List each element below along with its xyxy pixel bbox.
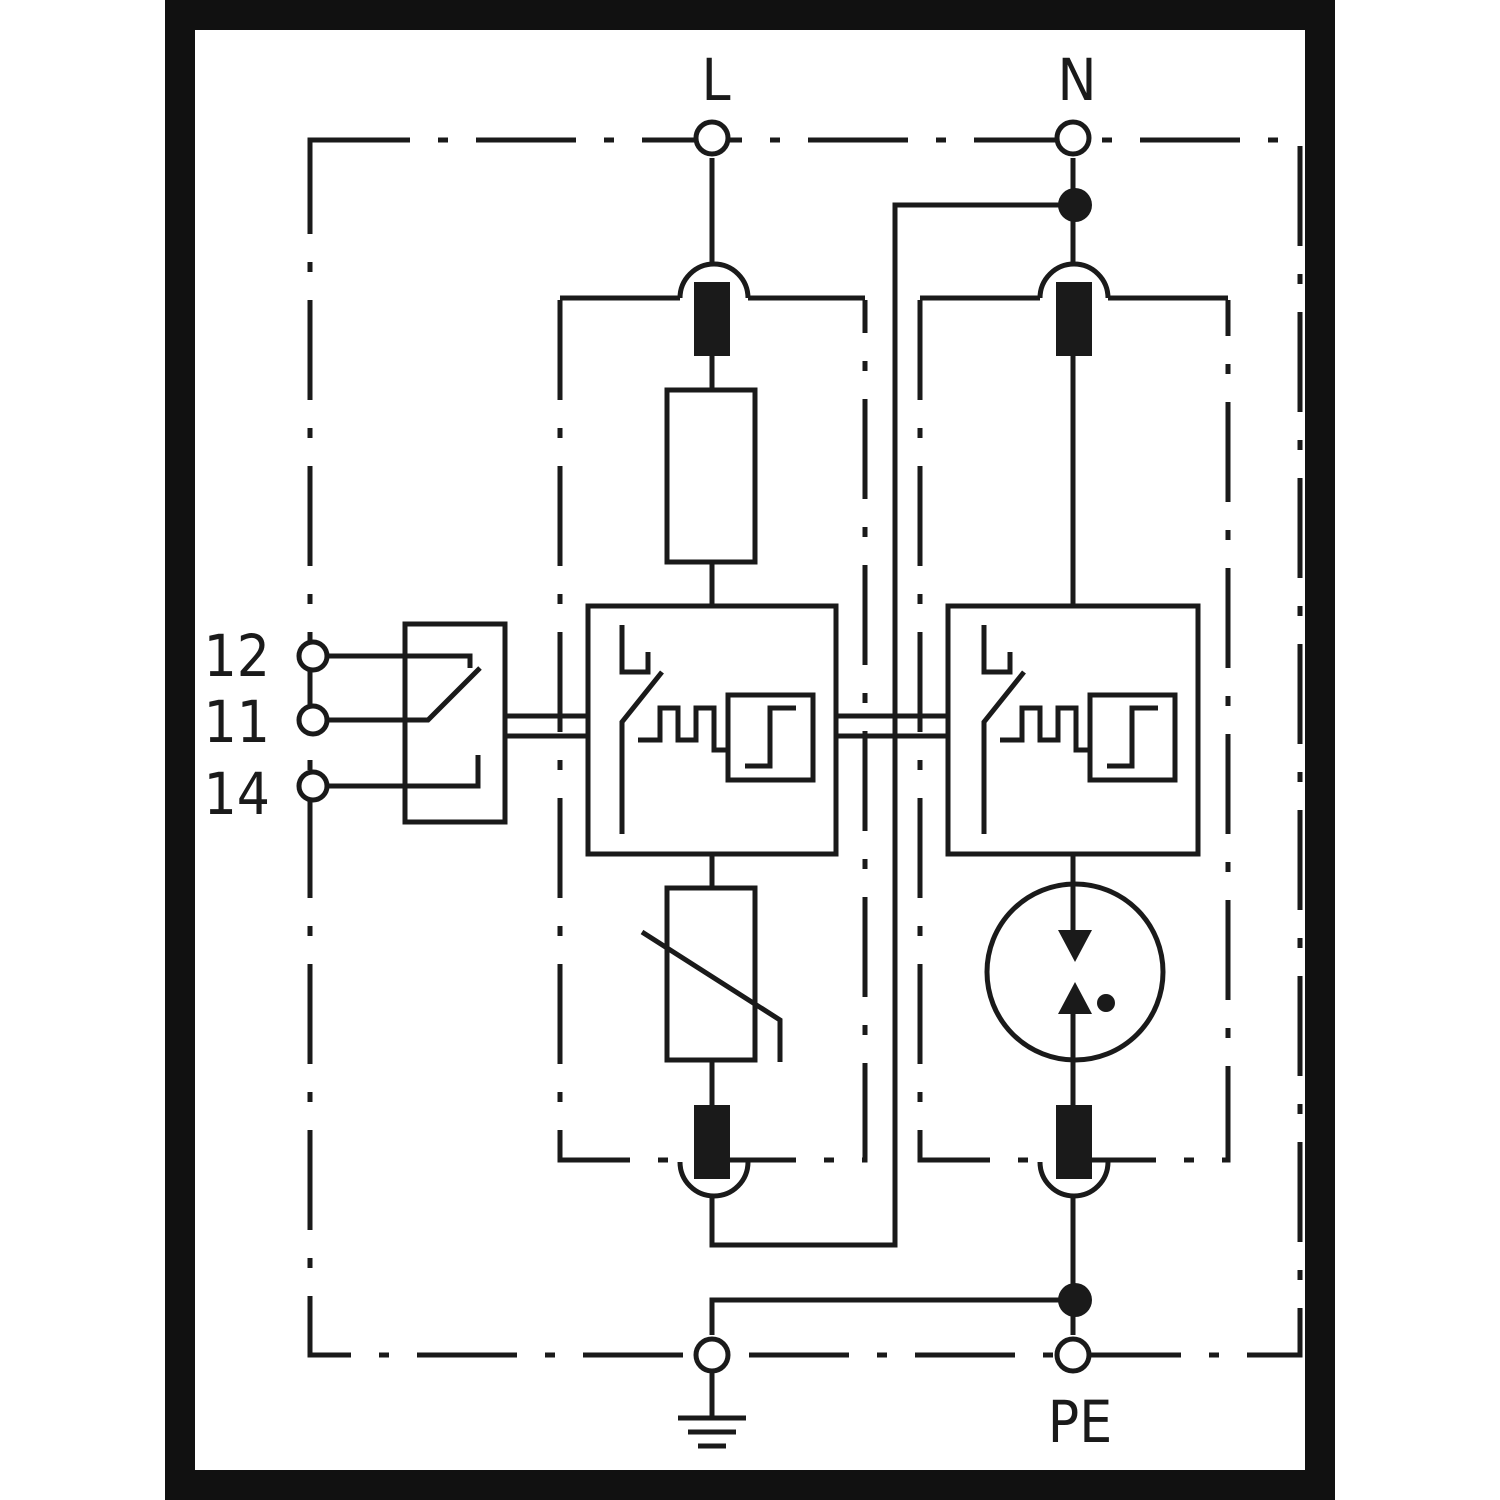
- terminal-earth: [693, 1336, 731, 1374]
- l-top-plug-socket: [677, 261, 751, 299]
- label-n: N: [1057, 46, 1096, 114]
- label-12: 12: [204, 622, 270, 690]
- l-path: [585, 158, 1073, 1248]
- label-14: 14: [204, 760, 270, 828]
- module-enclosure: [307, 137, 1303, 1358]
- n-top-plug: [1056, 282, 1092, 356]
- diagram-frame: [165, 0, 1335, 1500]
- terminal-pe: [1054, 1336, 1092, 1374]
- label-l: L: [701, 46, 730, 114]
- terminal-11: [296, 703, 330, 737]
- terminal-12: [296, 639, 330, 673]
- n-junction-dot: [1058, 188, 1092, 222]
- pe-junction-dot: [1058, 1283, 1092, 1317]
- n-top-plug-socket: [1037, 261, 1111, 299]
- l-bottom-plug: [694, 1105, 730, 1179]
- l-top-plug: [694, 282, 730, 356]
- n-bottom-plug: [1056, 1105, 1092, 1179]
- label-pe: PE: [1048, 1388, 1112, 1456]
- terminal-n: [1054, 119, 1092, 157]
- terminal-l: [693, 119, 731, 157]
- earth-ground-icon: [678, 1371, 746, 1449]
- label-11: 11: [204, 688, 270, 756]
- changeover-contact-icon: [328, 621, 508, 825]
- n-path: [709, 158, 1201, 1335]
- mechanical-linkage: [505, 713, 948, 739]
- terminal-14: [296, 769, 330, 803]
